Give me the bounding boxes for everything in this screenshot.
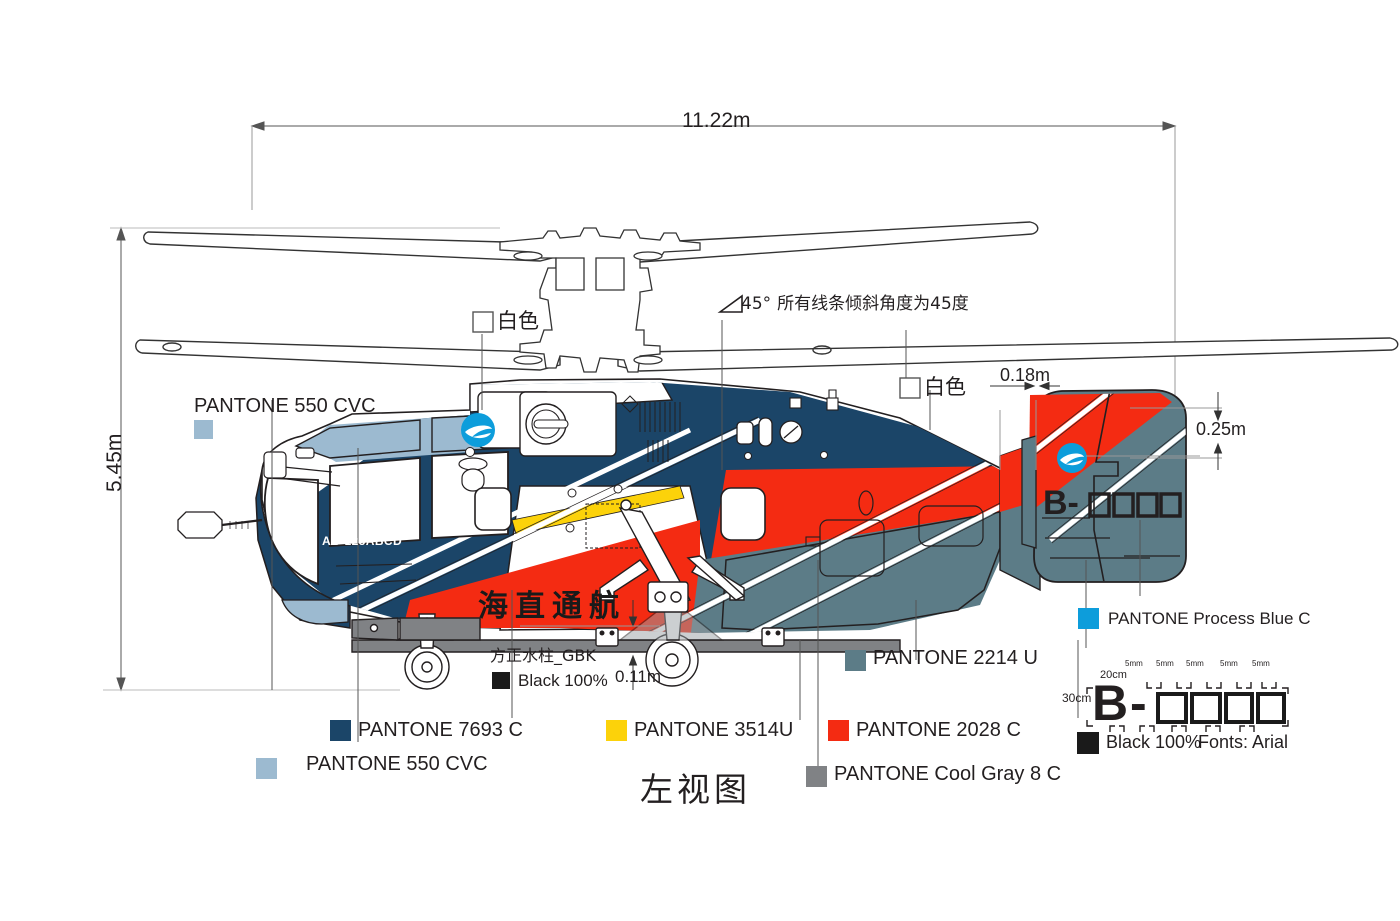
brand-chinese-label: 海直通航 [478, 589, 626, 624]
coaxial-rotor-hub [499, 227, 701, 373]
angle-note-text: 所有线条倾斜角度为45度 [777, 294, 969, 314]
tail-dimension-arrows [520, 381, 1223, 690]
pantone-3514-swatch [606, 720, 627, 741]
white-swatch-squares [472, 311, 921, 399]
regmark-gap-label-5: 5mm [1252, 659, 1270, 668]
overall-length-label: 11.22m [682, 109, 751, 132]
regmark-gap-label-2: 5mm [1156, 659, 1174, 668]
pantone-550-bottom-label: PANTONE 550 CVC [306, 753, 488, 775]
pantone-550-bottom-swatch [256, 758, 277, 779]
pantone-cool-gray-8-swatch [806, 766, 827, 787]
cockpit-nose [177, 413, 509, 629]
tail-registration-label: B- [1043, 484, 1079, 522]
view-title: 左视图 [640, 770, 751, 809]
angle-symbol-icon [717, 294, 743, 313]
white-label-tail: 白色 [924, 375, 966, 399]
regmark-gap-label-4: 5mm [1220, 659, 1238, 668]
engine-deck-details [335, 389, 984, 585]
regmark-construction-ticks [1086, 682, 1289, 732]
regmark-black-swatch [1077, 732, 1099, 754]
regmark-height-label: 30cm [1062, 691, 1092, 705]
stripe-outlines [297, 416, 1000, 633]
landing-gear [351, 499, 901, 690]
regmark-dash: - [1130, 675, 1147, 731]
tail-stripe-height-label: 0.25m [1196, 419, 1247, 439]
regmark-gap-label-3: 5mm [1186, 659, 1204, 668]
pantone-7693-label: PANTONE 7693 C [358, 719, 523, 741]
brand-font-note-label: 方正水柱_GBK [490, 646, 596, 665]
regmark-width-label: 20cm [1100, 669, 1127, 681]
fuselage-registration-label: AB-123ABCD [322, 534, 403, 548]
skid-dim-label: 0.11m [615, 667, 661, 686]
brand-font-black-swatch [492, 672, 510, 689]
angle-value: 45° [741, 294, 772, 314]
pantone-cool-gray-8-label: PANTONE Cool Gray 8 C [834, 763, 1062, 785]
operator-logo-tail [1057, 443, 1087, 473]
pantone-550-top-swatch [194, 420, 213, 439]
regmark-sample-boxes [1156, 692, 1286, 724]
regmark-fonts-label: Fonts: Arial [1198, 732, 1289, 752]
tail-stripe-width-label: 0.18m [1000, 365, 1051, 385]
pantone-2214-label: PANTONE 2214 U [873, 647, 1038, 669]
tail-registration-boxes [1088, 492, 1182, 518]
pantone-7693-swatch [330, 720, 351, 741]
pantone-550-top-label: PANTONE 550 CVC [194, 395, 376, 417]
pantone-2214-swatch [845, 650, 866, 671]
leader-lines [271, 320, 1222, 770]
angle-note-label: 45°所有线条倾斜角度为45度 [741, 296, 969, 313]
regmark-gap-label-1: 5mm [1125, 659, 1143, 668]
white-label-main: 白色 [497, 309, 539, 333]
regmark-black-label: Black 100% [1106, 732, 1202, 752]
overall-height-label: 5.45m [103, 433, 126, 492]
pantone-process-blue-label: PANTONE Process Blue C [1108, 609, 1311, 628]
regmark-prefix: B [1092, 675, 1129, 731]
tail-fin [1021, 389, 1190, 583]
pantone-2028-label: PANTONE 2028 C [856, 719, 1021, 741]
operator-logo-fuselage [461, 413, 495, 457]
dimension-lines [103, 121, 1177, 692]
pantone-3514-label: PANTONE 3514U [634, 719, 794, 741]
rotor-blades [135, 221, 1399, 372]
pantone-process-blue-swatch [1078, 608, 1099, 629]
brand-font-black-label: Black 100% [518, 671, 608, 690]
pantone-2028-swatch [828, 720, 849, 741]
